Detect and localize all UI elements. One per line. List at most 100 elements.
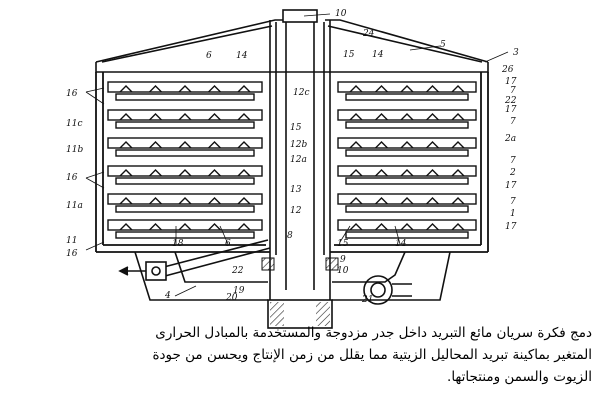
seal-blocks	[261, 257, 339, 329]
label-6b: 6	[225, 239, 231, 249]
central-shaft	[269, 9, 331, 300]
coil-fin	[178, 141, 192, 149]
coil-plate	[337, 81, 477, 93]
coil-plate	[337, 137, 477, 149]
coil-fin	[400, 223, 414, 231]
coil-fin	[400, 169, 414, 177]
outlet-pump	[363, 275, 412, 305]
coil-fin	[237, 141, 251, 149]
coil-plate	[337, 165, 477, 177]
coil-fin	[375, 169, 388, 177]
coil-fin	[400, 141, 414, 149]
label-1: 1	[510, 209, 516, 219]
caption-line-2: المتغير بماكينة تبريد المحاليل الزيتية م…	[152, 347, 592, 363]
label-18: 18	[172, 239, 184, 249]
callout-labels: 10 24 5 3 6 14 15 14 26 17 7 22 17 7 16 …	[66, 9, 519, 305]
coil-plate	[337, 109, 477, 121]
label-3: 3	[513, 48, 519, 58]
label-17c: 17	[505, 181, 517, 191]
coil-fin	[149, 197, 162, 205]
coil-inner-channel	[115, 205, 255, 213]
coil-inner-channel	[345, 177, 469, 185]
coil-fin	[149, 223, 162, 231]
label-17d: 17	[505, 222, 517, 232]
caption: دمج فكرة سريان مائع التبريد داخل جدر مزد…	[6, 322, 592, 388]
leader-lines	[85, 13, 509, 297]
label-14a: 14	[236, 51, 248, 61]
coil-fin	[426, 141, 439, 149]
coil-fin	[149, 141, 162, 149]
outer-vessel	[95, 72, 489, 253]
label-11a: 11a	[66, 201, 83, 211]
coil-inner-channel	[345, 149, 469, 157]
coil-fin	[426, 223, 439, 231]
coil-fin	[451, 197, 465, 205]
label-14b: 14	[372, 50, 384, 60]
coil-fin	[349, 85, 363, 93]
label-15c: 15	[337, 239, 349, 249]
coil-fin	[119, 113, 133, 121]
coil-fin	[426, 169, 439, 177]
coil-fin	[149, 113, 162, 121]
coil-inner-channel	[345, 121, 469, 129]
caption-line-1: دمج فكرة سريان مائع التبريد داخل جدر مزد…	[155, 325, 592, 341]
coil-fin	[400, 197, 414, 205]
coil-fin	[375, 113, 388, 121]
coil-fin	[451, 223, 465, 231]
top-cover	[95, 19, 489, 73]
label-2a: 2a	[504, 134, 516, 144]
label-22b: 22	[231, 266, 244, 276]
label-17a: 17	[505, 77, 517, 87]
coil-fin	[349, 169, 363, 177]
coil-fin	[178, 113, 192, 121]
coil-fin	[237, 85, 251, 93]
label-20: 20	[225, 293, 238, 303]
coil-inner-channel	[115, 231, 255, 239]
coil-fin	[375, 85, 388, 93]
coil-fin	[208, 141, 221, 149]
coil-fin	[375, 197, 388, 205]
label-21: 21	[361, 295, 373, 305]
coil-fin	[178, 85, 192, 93]
coil-plate	[107, 193, 263, 205]
label-19: 19	[233, 286, 245, 296]
label-16a: 16	[66, 89, 78, 99]
coil-fin	[451, 85, 465, 93]
label-14c: 14	[395, 239, 407, 249]
coil-fin	[237, 197, 251, 205]
coil-fin	[400, 85, 414, 93]
coil-inner-channel	[115, 121, 255, 129]
coil-fin	[178, 223, 192, 231]
coil-fin	[208, 85, 221, 93]
coil-stack	[107, 81, 477, 239]
coil-plate	[107, 219, 263, 231]
coil-fin	[149, 85, 162, 93]
label-12: 12	[290, 206, 302, 216]
coil-fin	[426, 85, 439, 93]
label-11: 11	[66, 236, 77, 246]
label-24: 24	[362, 29, 375, 39]
coil-inner-channel	[115, 149, 255, 157]
coil-fin	[208, 169, 221, 177]
label-12c: 12c	[293, 88, 310, 98]
label-15a: 15	[343, 50, 355, 60]
label-26: 26	[501, 65, 514, 75]
coil-fin	[237, 169, 251, 177]
coil-fin	[375, 223, 388, 231]
coil-fin	[375, 141, 388, 149]
coil-plate	[107, 81, 263, 93]
coil-inner-channel	[345, 231, 469, 239]
coil-fin	[178, 197, 192, 205]
label-17b: 17	[505, 105, 517, 115]
base-stand	[134, 251, 451, 301]
coil-fin	[119, 223, 133, 231]
coil-fin	[349, 197, 363, 205]
coil-fin	[451, 113, 465, 121]
coil-inner-channel	[115, 93, 255, 101]
coil-fin	[349, 223, 363, 231]
label-7a: 7	[510, 86, 516, 96]
label-11c: 11c	[66, 119, 83, 129]
label-16b: 16	[66, 173, 78, 183]
coil-inner-channel	[345, 205, 469, 213]
